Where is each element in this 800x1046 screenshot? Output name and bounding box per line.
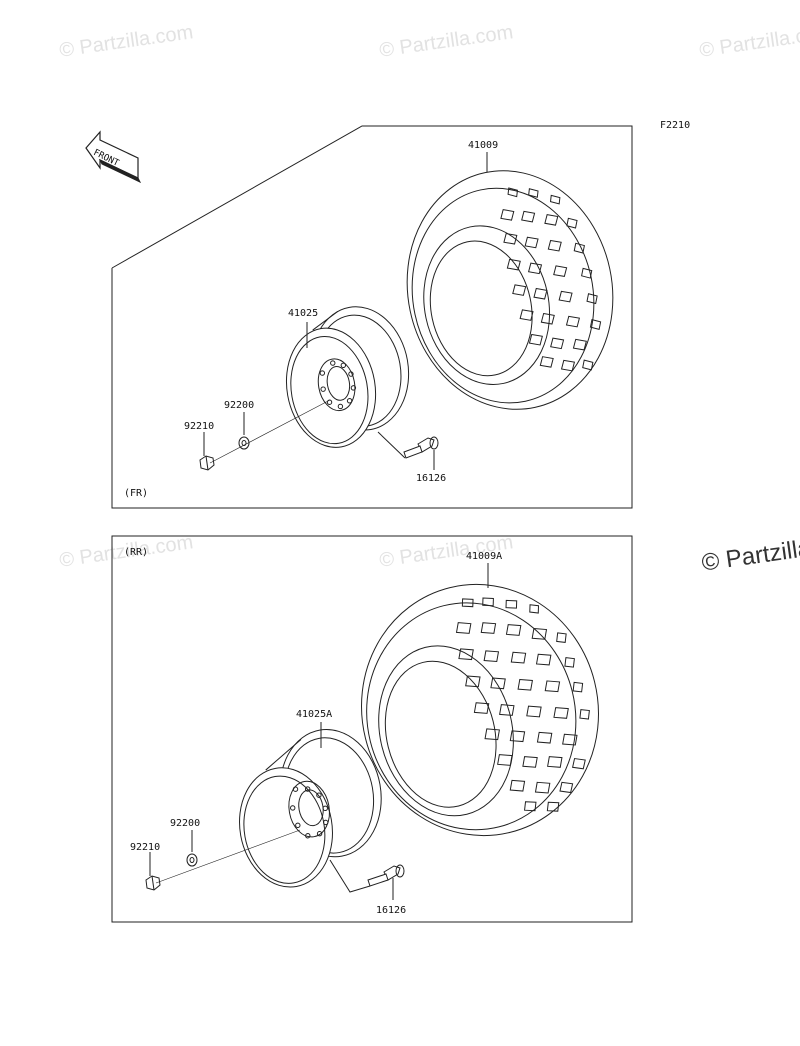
front-washer-part-number: 92200: [224, 400, 255, 411]
rear-tire: [361, 583, 599, 837]
rear-nut: [145, 875, 161, 891]
valve-line-rear: [329, 859, 371, 893]
front-valve: [403, 436, 439, 459]
rear-tire-part-number: 41009A: [466, 551, 503, 562]
front-section-label: (FR): [124, 488, 149, 499]
front-wheel-part-number: 41025: [288, 308, 319, 319]
axis-rear-nut: [155, 829, 301, 884]
rear-washer: [186, 853, 198, 867]
front-tire: [406, 170, 614, 410]
rear-section-label: (RR): [124, 547, 149, 558]
front-valve-part-number: 16126: [416, 473, 447, 484]
front-wheel: [285, 306, 410, 448]
rear-valve-part-number: 16126: [376, 905, 407, 916]
front-arrow-icon: [85, 130, 142, 184]
front-nut: [199, 455, 215, 471]
rear-nut-part-number: 92210: [130, 842, 161, 853]
valve-line-front: [377, 431, 406, 459]
front-section-frame: [111, 125, 633, 509]
front-tire-tread: [500, 187, 602, 372]
rear-tire-tread: [455, 597, 590, 812]
diagram-code: F2210: [660, 120, 691, 131]
rear-valve: [367, 864, 405, 887]
front-nut-part-number: 92210: [184, 421, 215, 432]
rear-washer-part-number: 92200: [170, 818, 201, 829]
front-washer: [238, 436, 250, 450]
front-tire-part-number: 41009: [468, 140, 499, 151]
rear-wheel: [239, 729, 382, 888]
rear-wheel-part-number: 41025A: [296, 709, 333, 720]
axis-front-nut: [209, 399, 331, 464]
rear-section-frame: [111, 535, 633, 923]
